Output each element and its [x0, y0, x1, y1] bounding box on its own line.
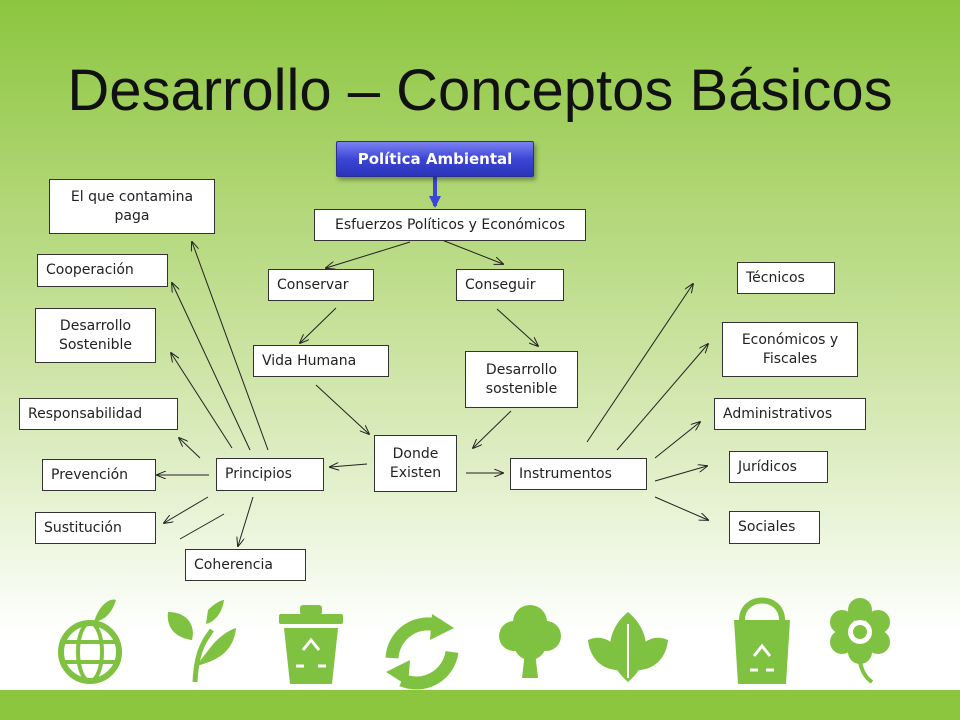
node-el-que-contamina-paga: El que contamina paga [49, 179, 215, 234]
node-cooperacion: Cooperación [37, 254, 168, 287]
node-conseguir: Conseguir [456, 269, 564, 301]
node-prevencion: Prevención [42, 459, 156, 491]
node-esfuerzos: Esfuerzos Políticos y Económicos [314, 209, 586, 241]
slide-title: Desarrollo – Conceptos Básicos [67, 58, 893, 123]
sprout-icon [167, 600, 236, 683]
recycle-bin-icon [279, 605, 343, 684]
politica-ambiental-header: Política Ambiental [336, 141, 534, 177]
recycle-arrows-icon [385, 614, 459, 690]
node-administrativos: Administrativos [714, 398, 866, 430]
node-donde-existen: Donde Existen [374, 435, 457, 492]
arrow-instrumentos-economicos [616, 344, 708, 451]
arrow-conservar-vida [300, 307, 337, 343]
leaves-icon [588, 612, 668, 682]
globe-leaf-icon [58, 599, 122, 684]
node-instrumentos: Instrumentos [510, 458, 647, 490]
arrow-principios-responsabilidad [179, 438, 201, 459]
arrow-instrumentos-tecnicos [586, 284, 693, 443]
arrow-principios-coherencia-a [179, 513, 225, 540]
arrow-instrumentos-juridicos [654, 466, 707, 482]
eco-icons-row [58, 597, 890, 690]
arrow-vida-donde [315, 384, 369, 434]
node-coherencia: Coherencia [185, 549, 306, 581]
node-responsabilidad: Responsabilidad [19, 398, 178, 430]
node-tecnicos: Técnicos [737, 262, 835, 294]
arrow-principios-coherencia [238, 496, 254, 546]
arrow-esfuerzos-conservar [326, 241, 411, 268]
arrow-principios-contamina [192, 242, 269, 451]
arrow-donde-principios [330, 464, 368, 467]
flower-icon [830, 598, 890, 684]
node-sustitucion: Sustitución [35, 512, 156, 544]
node-vida-humana: Vida Humana [253, 345, 389, 377]
arrow-principios-sustitucion [164, 496, 209, 523]
node-desarrollo-sostenible-principio: Desarrollo Sostenible [35, 308, 156, 363]
node-economicos-fiscales: Económicos y Fiscales [722, 322, 858, 377]
bottom-accent-bar [0, 690, 960, 720]
arrow-desarrollo-donde [473, 410, 512, 448]
node-principios: Principios [216, 458, 324, 491]
node-conservar: Conservar [268, 269, 374, 301]
recycle-bag-icon [734, 597, 790, 684]
node-sociales: Sociales [729, 511, 820, 544]
arrow-principios-cooperacion [172, 283, 251, 451]
arrow-esfuerzos-conseguir [441, 239, 503, 264]
arrow-instrumentos-administrativos [654, 422, 700, 459]
arrow-instrumentos-sociales [654, 496, 708, 520]
tree-icon [499, 605, 561, 678]
node-juridicos: Jurídicos [729, 451, 828, 483]
arrow-principios-desarrollo [171, 353, 233, 449]
node-desarrollo-sostenible: Desarrollo sostenible [465, 351, 578, 408]
arrow-conseguir-desarrollo [496, 308, 538, 346]
